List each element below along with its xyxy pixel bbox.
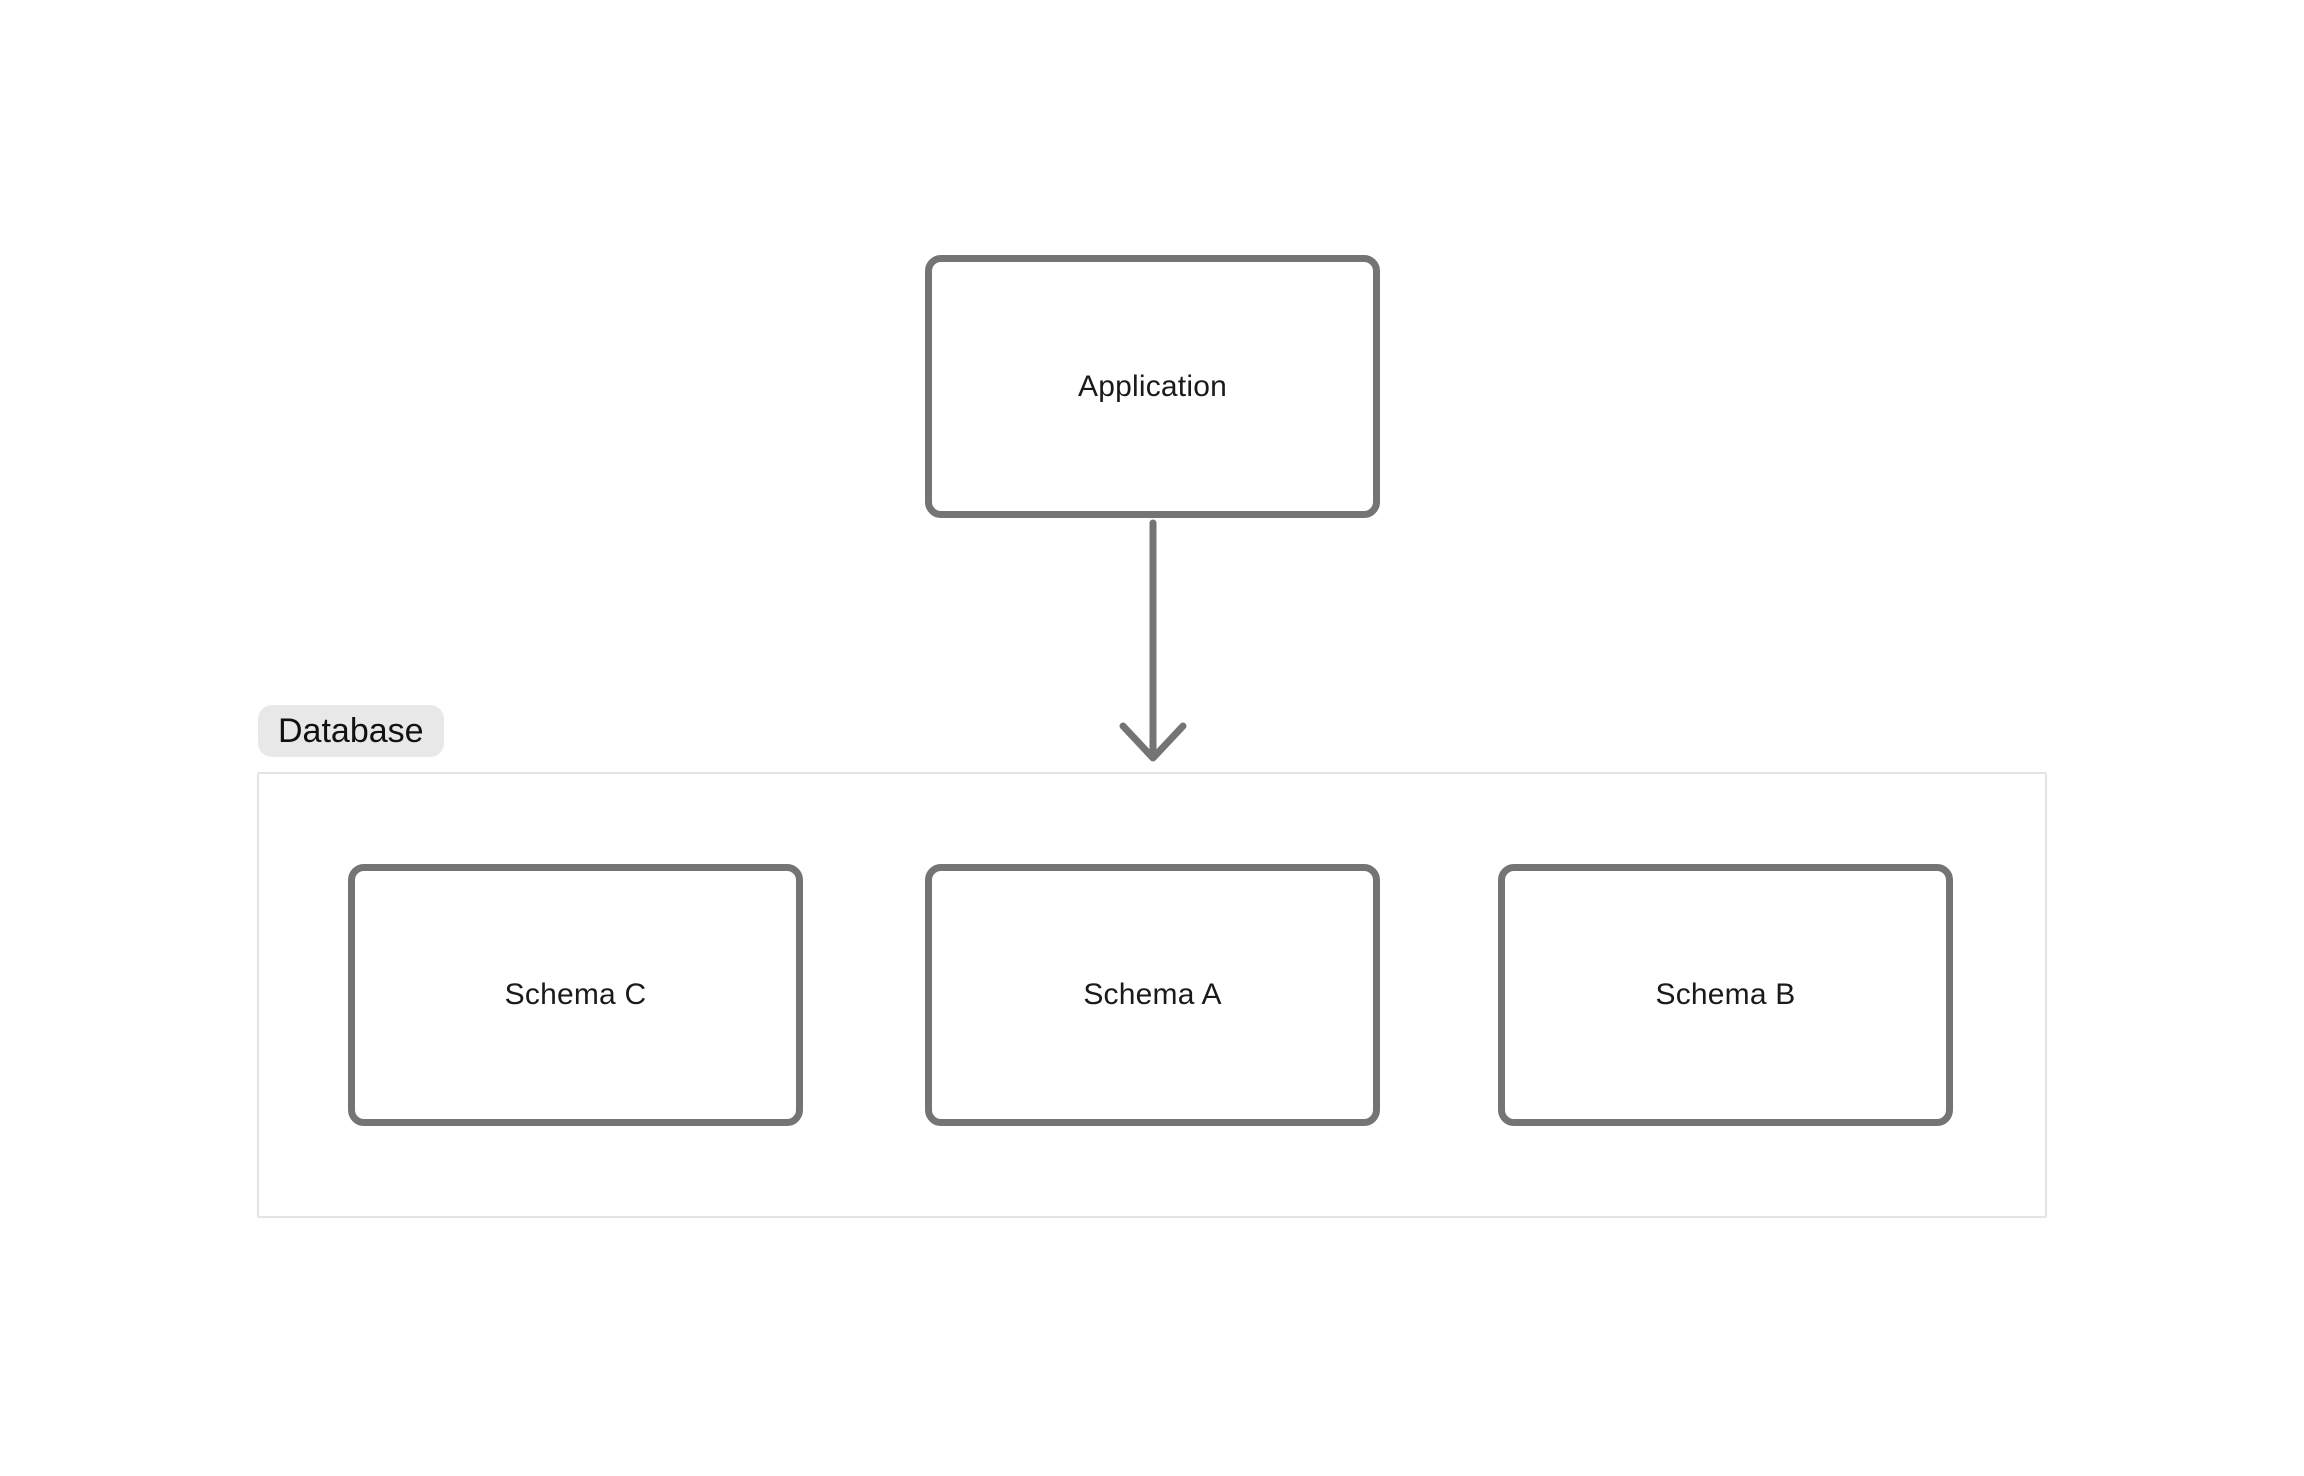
schema-c-node[interactable]: Schema C	[348, 864, 803, 1126]
database-group-label[interactable]: Database	[258, 705, 444, 757]
schema-b-node-label: Schema B	[1655, 978, 1796, 1011]
down-arrow-icon[interactable]	[1103, 518, 1203, 770]
schema-a-node-label: Schema A	[1083, 978, 1222, 1011]
schema-a-node[interactable]: Schema A	[925, 864, 1380, 1126]
schema-c-node-label: Schema C	[504, 978, 647, 1011]
schema-b-node[interactable]: Schema B	[1498, 864, 1953, 1126]
application-node-label: Application	[1078, 369, 1227, 403]
application-node[interactable]: Application	[925, 255, 1380, 518]
